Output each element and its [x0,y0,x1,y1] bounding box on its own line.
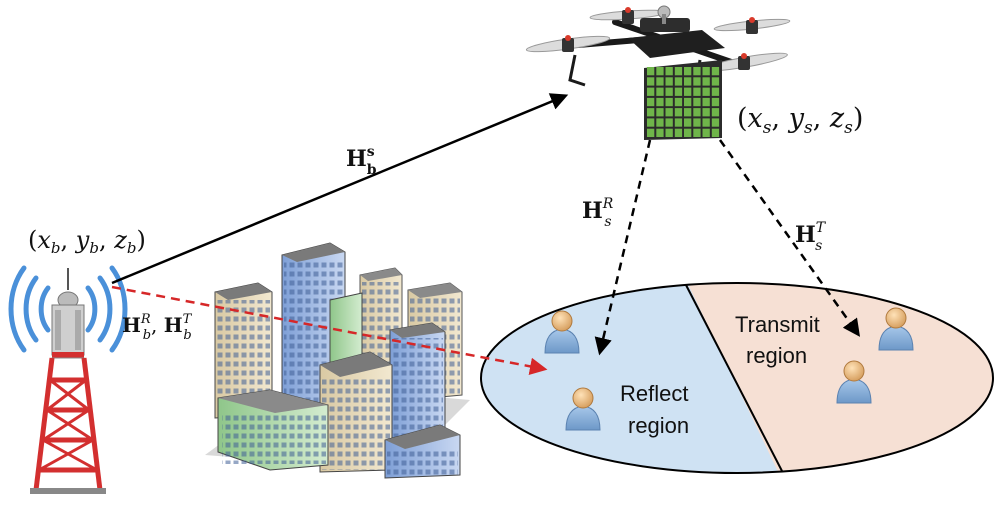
uav-drone-icon [525,5,791,91]
ris-element [647,77,655,86]
ris-element [693,118,701,127]
ris-element [674,118,683,127]
ris-element [674,108,683,117]
ris-element [674,128,683,137]
ris-element [665,77,673,86]
uav-coordinates-label: (xs, ys, zs) [737,103,863,138]
ris-element [665,67,673,76]
ris-element [702,128,710,137]
ris-element [693,108,701,117]
ris-element [702,67,710,76]
ris-element [684,87,692,96]
reflect-region-label-line2: region [628,413,689,438]
transmit-region-fill [686,283,993,473]
ris-element [702,97,710,107]
link-base-to-reflect-region [111,285,548,375]
ris-element [702,87,710,96]
ris-element [711,67,720,76]
coverage-area [480,282,994,474]
ris-element [647,128,655,137]
ris-element [656,87,664,96]
signal-waves-icon [8,265,128,353]
ris-element [647,67,655,76]
user-icon [836,360,872,404]
ris-element [702,108,710,117]
ris-element [693,97,701,107]
ris-element [656,67,664,76]
ris-element [693,67,701,76]
ris-element [693,77,701,86]
base-station-tower-icon [8,265,128,494]
ris-element [665,108,673,117]
reflect-region-label-line1: Reflect [620,381,688,406]
ris-element [684,108,692,117]
ris-element [693,128,701,137]
ris-element [711,108,720,117]
ris-element [674,97,683,107]
ris-element [656,97,664,107]
ris-element [647,97,655,107]
ris-element [711,118,720,127]
city-buildings-icon [205,242,470,479]
region-divider [685,284,783,472]
ris-element [665,128,673,137]
ris-element [711,77,720,86]
ris-element [711,87,720,96]
ris-element [656,108,664,117]
ris-element [665,118,673,127]
user-icon [878,307,914,351]
ris-element [684,97,692,107]
ris-element [665,97,673,107]
transmit-region-label-line1: Transmit [735,312,820,337]
user-icon [544,310,580,354]
link-base-to-uav [111,93,569,285]
user-icon [565,387,601,431]
link-uav-to-transmit-region [718,139,861,337]
ris-element [684,118,692,127]
ris-element [674,87,683,96]
ris-element [702,118,710,127]
ris-element [656,77,664,86]
ris-element [656,128,664,137]
ris-element [656,118,664,127]
ris-panel-icon [644,60,722,140]
ris-element [647,108,655,117]
ris-element [674,77,683,86]
ris-element [711,128,720,137]
coverage-ellipse-outline [480,282,994,474]
ris-element [702,77,710,86]
ris-element [684,128,692,137]
base-station-coordinates-label: (xb, yb, zb) [28,226,146,257]
ris-element [693,87,701,96]
ris-element [647,87,655,96]
ris-element [684,67,692,76]
ris-element [647,118,655,127]
ris-element [711,97,720,107]
ris-element [674,67,683,76]
ris-element [684,77,692,86]
ris-element [665,87,673,96]
transmit-region-label-line2: region [746,343,807,368]
